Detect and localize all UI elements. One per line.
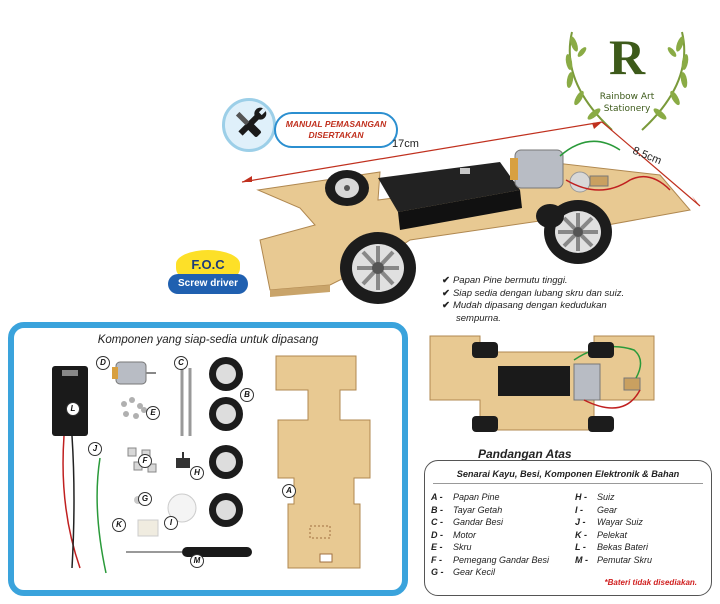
top-view-image [429,335,655,432]
list-item: E -Skru [431,542,472,552]
list-item: J -Wayar Suiz [575,517,643,527]
foc-badge: F.O.C Screw driver [168,250,248,298]
tag-h: H [190,466,204,480]
feature-item: ✔Papan Pine bermutu tinggi. [442,275,568,286]
front-left-wheel [340,232,416,304]
manual-badge: MANUAL PEMASANGAN DISERTAKAN [222,98,398,156]
manual-line1: MANUAL PEMASANGAN [285,119,387,129]
battery-holder [498,366,570,396]
check-icon: ✔ [442,287,450,299]
manual-line2: DISERTAKAN [308,130,364,140]
manual-icon-circle [222,98,276,152]
list-item: K -Pelekat [575,529,628,540]
foc-title: F.O.C [176,250,240,278]
wheels-part [209,357,243,527]
list-item: M -Pemutar Skru [575,554,653,565]
width-dimension-line [601,121,701,207]
feature-item-continued: sempurna. [456,312,501,324]
tag-l: L [66,402,80,416]
gear-part [167,493,197,523]
laurel-wreath-icon [565,31,689,131]
components-box: Komponen yang siap-sedia untuk dipasang [8,322,408,596]
logo-text-line1: Rainbow Art [599,92,655,102]
feature-item: ✔Mudah dipasang dengan kedudukan [442,300,607,311]
length-label: 17cm [392,138,419,150]
list-item: G -Gear Kecil [431,567,496,577]
wheel [588,342,614,358]
check-icon: ✔ [442,275,450,286]
feature-item: ✔Siap sedia dengan lubang skru dan suiz. [442,287,625,299]
top-view-title: Pandangan Atas [478,447,572,461]
tag-c: C [174,356,188,370]
screws-part [121,397,147,419]
rear-left-wheel [325,170,369,206]
wheel [588,416,614,432]
car-hero-image [241,121,701,304]
sticker-part [137,519,159,537]
manual-text: MANUAL PEMASANGAN DISERTAKAN [274,112,398,148]
components-title: Komponen yang siap-sedia untuk dipasang [97,334,319,346]
logo-text-line2: Stationery [603,104,651,114]
list-item: B -Tayar Getah [431,504,503,515]
list-item: I -Gear [575,504,618,515]
parts-list-right: H -Suiz I -Gear J -Wayar Suiz K -Pelekat… [575,491,652,566]
list-item: H -Suiz [575,492,615,502]
tag-j: J [88,442,102,456]
pine-board-part [275,355,371,569]
wheel [472,416,498,432]
switch-wire-part [96,457,107,574]
list-item: F -Pemegang Gandar Besi [431,554,550,565]
tag-g: G [138,492,152,506]
switch-part [176,452,190,468]
switch [589,175,609,187]
divider [433,483,703,484]
motor [573,363,601,401]
components-illustration [52,355,371,574]
length-dimension-line [241,121,603,183]
list-item: L -Bekas Bateri [575,542,649,552]
features-list: ✔Papan Pine bermutu tinggi. ✔Siap sedia … [442,275,702,325]
parts-list-title: Senarai Kayu, Besi, Komponen Elektronik … [456,469,680,479]
battery-note: *Bateri tidak disediakan. [604,578,697,587]
motor-part [112,361,156,385]
list-item: A -Papan Pine [431,492,500,502]
foc-subtitle: Screw driver [168,274,248,294]
tag-e: E [146,406,160,420]
tag-m: M [190,554,204,568]
screwdriver-part [126,547,252,557]
tag-a: A [282,484,296,498]
list-item: D -Motor [431,529,477,540]
battery-holder [378,162,522,230]
tag-f: F [138,454,152,468]
wrench-screwdriver-icon [235,107,267,137]
parts-list-left: A -Papan Pine B -Tayar Getah C -Gandar B… [431,491,549,579]
tag-b: B [240,388,254,402]
tag-i: I [164,516,178,530]
rear-right-wheel [536,204,564,228]
motor [510,149,591,193]
tag-k: K [112,518,126,532]
parts-list-box: Senarai Kayu, Besi, Komponen Elektronik … [424,460,712,596]
check-icon: ✔ [442,300,450,311]
tag-d: D [96,356,110,370]
axles-part [180,368,192,436]
wheel [472,342,498,358]
logo-letter: R [608,29,646,85]
switch [623,377,641,391]
brand-logo: R Rainbow Art Stationery [552,12,702,142]
battery-holder-part [52,366,88,569]
list-item: C -Gandar Besi [431,517,504,527]
